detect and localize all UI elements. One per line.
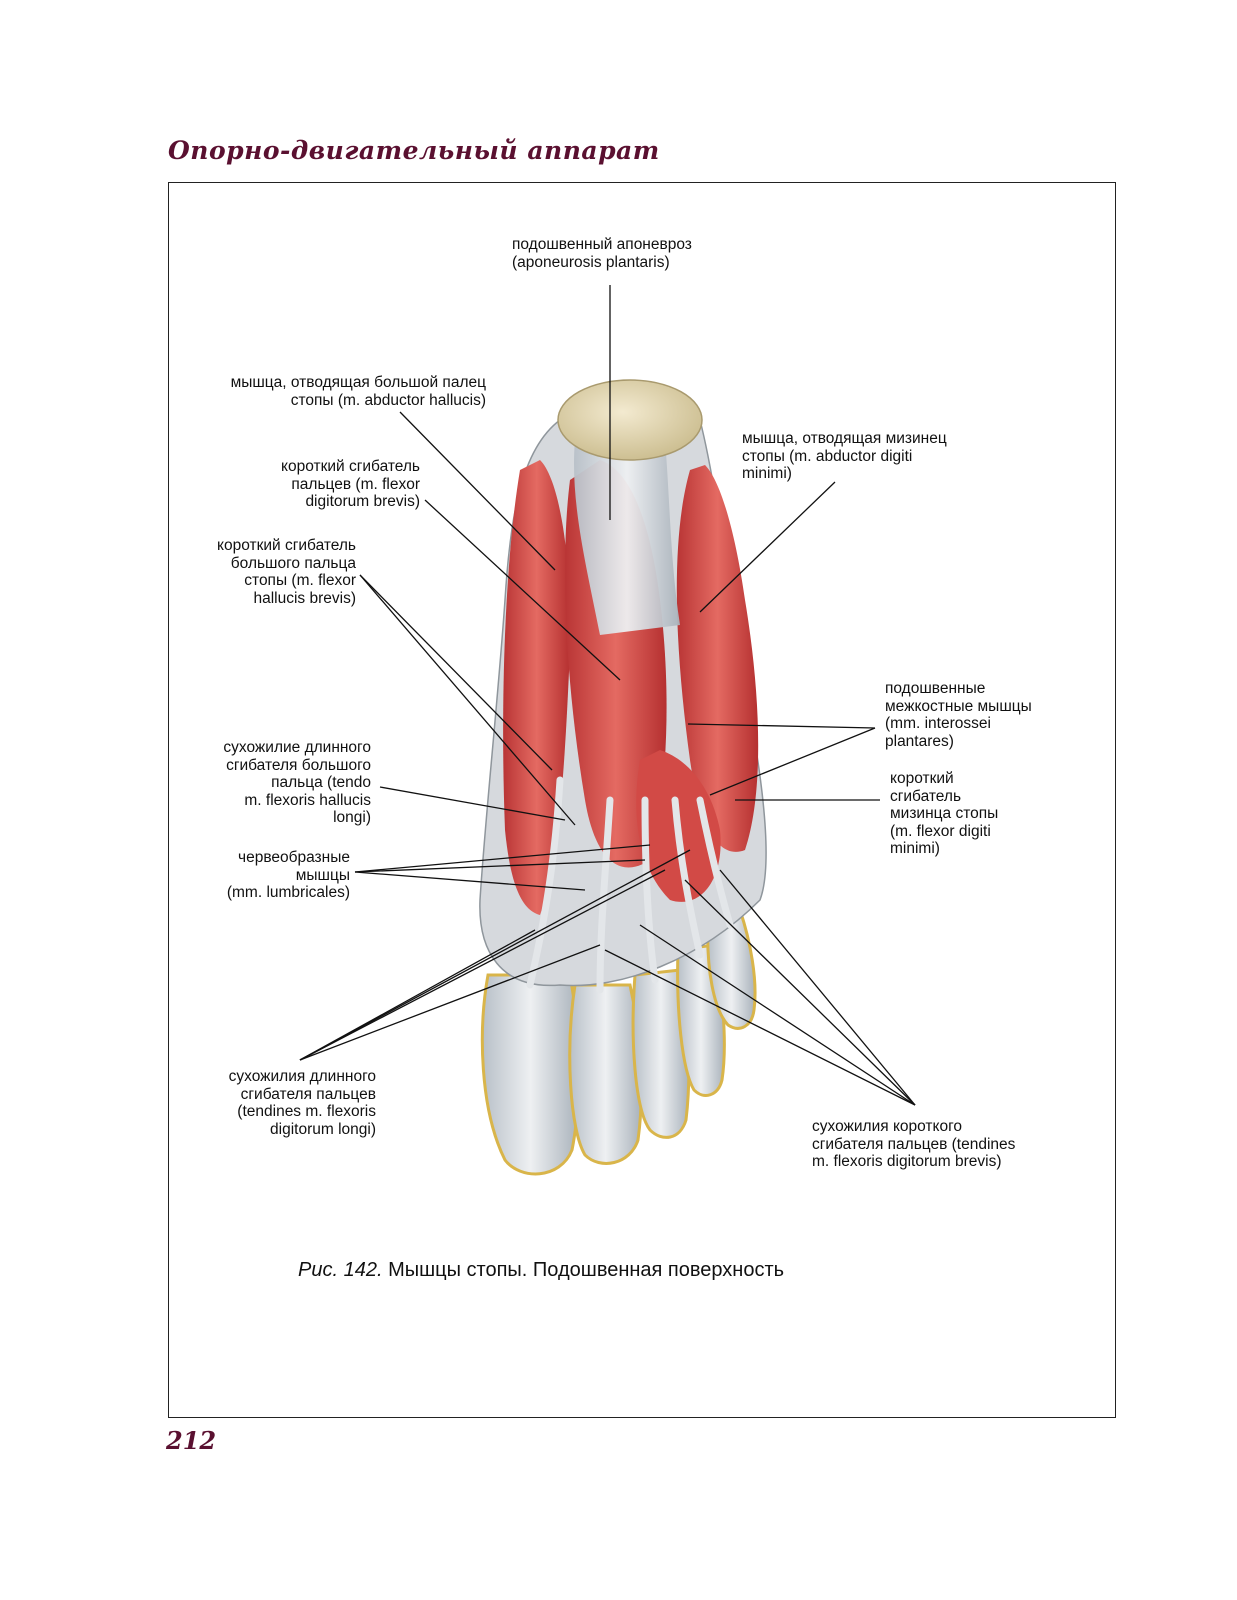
label-interossei-plantares: подошвенные межкостные мышцы (mm. intero… — [885, 680, 1032, 750]
label-aponeurosis-plantaris: подошвенный апоневроз (aponeurosis plant… — [512, 236, 692, 271]
label-tendines-flexoris-digitorum-brevis: сухожилия короткого сгибателя пальцев (t… — [812, 1118, 1016, 1170]
toes — [480, 908, 757, 1176]
label-flexor-digiti-minimi: короткий сгибатель мизинца стопы (m. fle… — [890, 770, 999, 857]
label-tendo-flexoris-hallucis-longi: сухожилие длинного сгибателя большого па… — [223, 739, 371, 826]
figure-caption-text: Мышцы стопы. Подошвенная поверхность — [382, 1259, 785, 1281]
calcaneus-cut-surface — [557, 379, 703, 461]
page-number: 212 — [166, 1426, 217, 1455]
label-tendines-flexoris-digitorum-longi: сухожилия длинного сгибателя пальцев (te… — [228, 1068, 376, 1138]
figure-number: Рис. 142. — [298, 1259, 383, 1281]
plantar-aponeurosis — [574, 440, 680, 635]
leader-lines — [299, 285, 916, 1106]
figure-caption: Рис. 142. Мышцы стопы. Подошвенная повер… — [298, 1259, 784, 1282]
label-abductor-digiti-minimi: мышца, отводящая мизинец стопы (m. abduc… — [742, 430, 947, 482]
running-head: Опорно-двигательный аппарат — [168, 136, 660, 165]
label-lumbricales: червеобразные мышцы (mm. lumbricales) — [226, 849, 350, 901]
label-flexor-digitorum-brevis: короткий сгибатель пальцев (m. flexor di… — [281, 458, 420, 510]
label-flexor-hallucis-brevis: короткий сгибатель большого пальца стопы… — [217, 537, 356, 607]
label-abductor-hallucis: мышца, отводящая большой палец стопы (m.… — [230, 374, 486, 409]
figure-frame — [168, 182, 1116, 1418]
